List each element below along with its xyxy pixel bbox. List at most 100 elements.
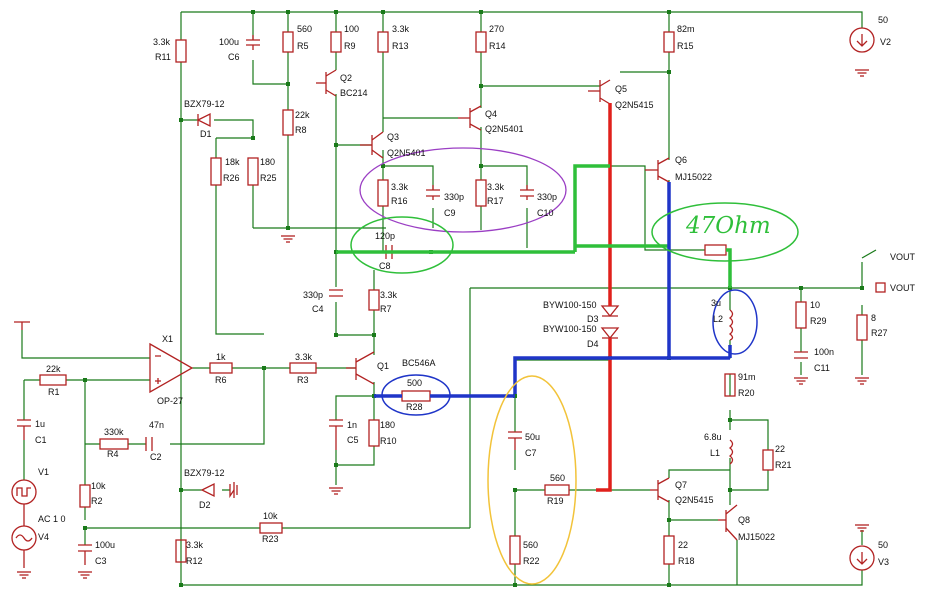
wires xyxy=(21,11,877,586)
transistor-q7 xyxy=(650,477,670,503)
label-c9-value: 330p xyxy=(444,192,464,202)
transistor-q6 xyxy=(645,157,670,183)
label-r15-name: R15 xyxy=(677,41,694,51)
label-r22-name: R22 xyxy=(523,556,540,566)
label-r29-name: R29 xyxy=(810,316,827,326)
label-l2-value: 3u xyxy=(711,298,721,308)
label-d4-value: BYW100-150 xyxy=(543,324,597,334)
label-r12-name: R12 xyxy=(186,556,203,566)
label-r28-name: R28 xyxy=(406,402,423,412)
label-v3-name: V3 xyxy=(878,557,889,567)
annotation-47ohm: 47Ohm xyxy=(685,213,771,239)
label-c7-name: C7 xyxy=(525,448,537,458)
label-c5-name: C5 xyxy=(347,435,359,445)
label-r8-name: R8 xyxy=(295,125,307,135)
label-c11-value: 100n xyxy=(814,347,834,357)
label-r1-name: R1 xyxy=(48,387,60,397)
label-c5-value: 1n xyxy=(347,420,357,430)
label-x1-name: X1 xyxy=(162,334,173,344)
label-r14-name: R14 xyxy=(489,41,506,51)
label-d4-name: D4 xyxy=(587,339,599,349)
label-c2-value: 47n xyxy=(149,420,164,430)
label-c8-name: C8 xyxy=(379,261,391,271)
label-r21-value: 22 xyxy=(775,444,785,454)
label-c10-name: C10 xyxy=(537,208,554,218)
label-c8-value: 120p xyxy=(375,231,395,241)
label-q8-name: Q8 xyxy=(738,515,750,525)
label-r9-value: 100 xyxy=(344,24,359,34)
label-r25-name: R25 xyxy=(260,173,277,183)
label-q5-value: Q2N5415 xyxy=(615,100,654,110)
label-r12-value: 3.3k xyxy=(186,540,204,550)
label-r23-name: R23 xyxy=(262,534,279,544)
label-q5-name: Q5 xyxy=(615,84,627,94)
label-v4-name: V4 xyxy=(38,532,49,542)
label-q7-name: Q7 xyxy=(675,480,687,490)
label-d1-value: BZX79-12 xyxy=(184,99,225,109)
label-r5-name: R5 xyxy=(297,41,309,51)
transistor-q8 xyxy=(718,504,738,541)
label-r4-name: R4 xyxy=(107,449,119,459)
label-r13-value: 3.3k xyxy=(392,24,410,34)
annotations: 47Ohm xyxy=(336,103,799,585)
label-q6-name: Q6 xyxy=(675,155,687,165)
label-r25-value: 180 xyxy=(260,157,275,167)
label-r7-name: R7 xyxy=(380,304,392,314)
label-q1-value: BC546A xyxy=(402,358,436,368)
label-r4-value: 330k xyxy=(104,427,124,437)
label-r1-value: 22k xyxy=(46,364,61,374)
label-d3-value: BYW100-150 xyxy=(543,300,597,310)
label-r18-value: 22 xyxy=(678,540,688,550)
transistor-q5 xyxy=(588,79,611,105)
label-c1-value: 1u xyxy=(35,419,45,429)
label-r6-name: R6 xyxy=(215,375,227,385)
label-r17-name: R17 xyxy=(487,196,504,206)
label-q8-value: MJ15022 xyxy=(738,532,775,542)
label-r15-value: 82m xyxy=(677,24,695,34)
label-r6-value: 1k xyxy=(216,352,226,362)
label-r20-value: 91m xyxy=(738,372,756,382)
label-q4-value: Q2N5401 xyxy=(485,124,524,134)
label-r11-name: R11 xyxy=(155,52,171,62)
label-r3-value: 3.3k xyxy=(295,352,313,362)
transistor-q2 xyxy=(316,69,337,97)
label-r17-value: 3.3k xyxy=(487,182,505,192)
label-c4-value: 330p xyxy=(303,290,323,300)
label-r3-name: R3 xyxy=(297,375,309,385)
label-c3-value: 100u xyxy=(95,540,115,550)
label-q2-value: BC214 xyxy=(340,88,368,98)
label-q1-name: Q1 xyxy=(377,361,389,371)
label-q2-name: Q2 xyxy=(340,73,352,83)
label-q4-name: Q4 xyxy=(485,109,497,119)
label-d1-name: D1 xyxy=(200,129,212,139)
label-v4-value: AC 1 0 xyxy=(38,514,66,524)
label-r20-name: R20 xyxy=(738,388,755,398)
label-r16-name: R16 xyxy=(391,196,408,206)
label-r16-value: 3.3k xyxy=(391,182,409,192)
transistor-q3 xyxy=(360,131,384,159)
label-v2-name: V2 xyxy=(880,37,891,47)
label-r27-value: 8 xyxy=(871,313,876,323)
label-c9-name: C9 xyxy=(444,208,456,218)
label-r26-value: 18k xyxy=(225,157,240,167)
label-r11-value: 3.3k xyxy=(153,37,171,47)
label-r22-value: 560 xyxy=(523,540,538,550)
label-c1-name: C1 xyxy=(35,435,47,445)
label-r29-value: 10 xyxy=(810,300,820,310)
label-c6-value: 100u xyxy=(219,37,239,47)
label-c10-value: 330p xyxy=(537,192,557,202)
label-r23-value: 10k xyxy=(263,511,278,521)
label-c11-name: C11 xyxy=(814,363,830,373)
label-c4-name: C4 xyxy=(312,304,324,314)
label-v3-value: 50 xyxy=(878,540,888,550)
label-q6-value: MJ15022 xyxy=(675,172,712,182)
label-v2-value: 50 xyxy=(878,15,888,25)
label-q7-value: Q2N5415 xyxy=(675,495,714,505)
label-l2-name: L2 xyxy=(713,314,723,324)
label-r19-value: 560 xyxy=(550,473,565,483)
transistor-q1 xyxy=(346,351,375,385)
label-c3-name: C3 xyxy=(95,556,107,566)
label-vout-1: VOUT xyxy=(890,252,916,262)
label-l1-name: L1 xyxy=(710,448,720,458)
